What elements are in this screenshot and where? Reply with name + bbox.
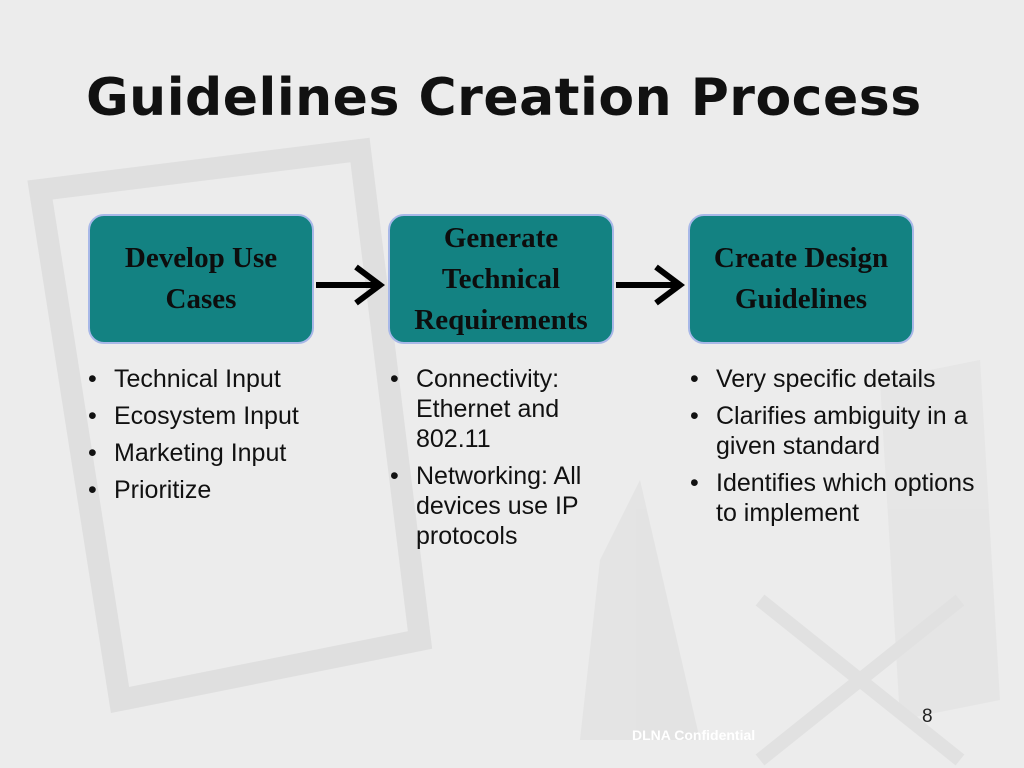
bullet-list-create-design-guidelines: Very specific details Clarifies ambiguit… — [688, 364, 978, 535]
slide-title: Guidelines Creation Process — [86, 68, 922, 128]
bullet-list-generate-technical-requirements: Connectivity: Ethernet and 802.11 Networ… — [388, 364, 620, 558]
bullet-item: Marketing Input — [86, 438, 356, 468]
step-box-develop-use-cases: Develop Use Cases — [88, 214, 314, 344]
bullet-item: Technical Input — [86, 364, 356, 394]
right-arrow-icon — [316, 264, 385, 306]
bullet-item: Clarifies ambiguity in a given standard — [688, 401, 978, 461]
step-label: Generate Technical Requirements — [414, 221, 588, 336]
bullet-list-develop-use-cases: Technical Input Ecosystem Input Marketin… — [86, 364, 356, 512]
bullet-item: Ecosystem Input — [86, 401, 356, 431]
bullet-item: Connectivity: Ethernet and 802.11 — [388, 364, 620, 454]
footer-confidential: DLNA Confidential — [632, 727, 756, 743]
step-label: Create Design Guidelines — [713, 242, 889, 315]
bullet-item: Identifies which options to implement — [688, 468, 978, 528]
step-box-create-design-guidelines: Create Design Guidelines — [688, 214, 914, 344]
step-box-generate-technical-requirements: Generate Technical Requirements — [388, 214, 614, 344]
bullet-item: Networking: All devices use IP protocols — [388, 461, 620, 551]
page-number: 8 — [922, 706, 933, 727]
right-arrow-icon — [616, 264, 685, 306]
bullet-item: Very specific details — [688, 364, 978, 394]
step-label: Develop Use Cases — [124, 242, 278, 315]
bullet-item: Prioritize — [86, 475, 356, 505]
